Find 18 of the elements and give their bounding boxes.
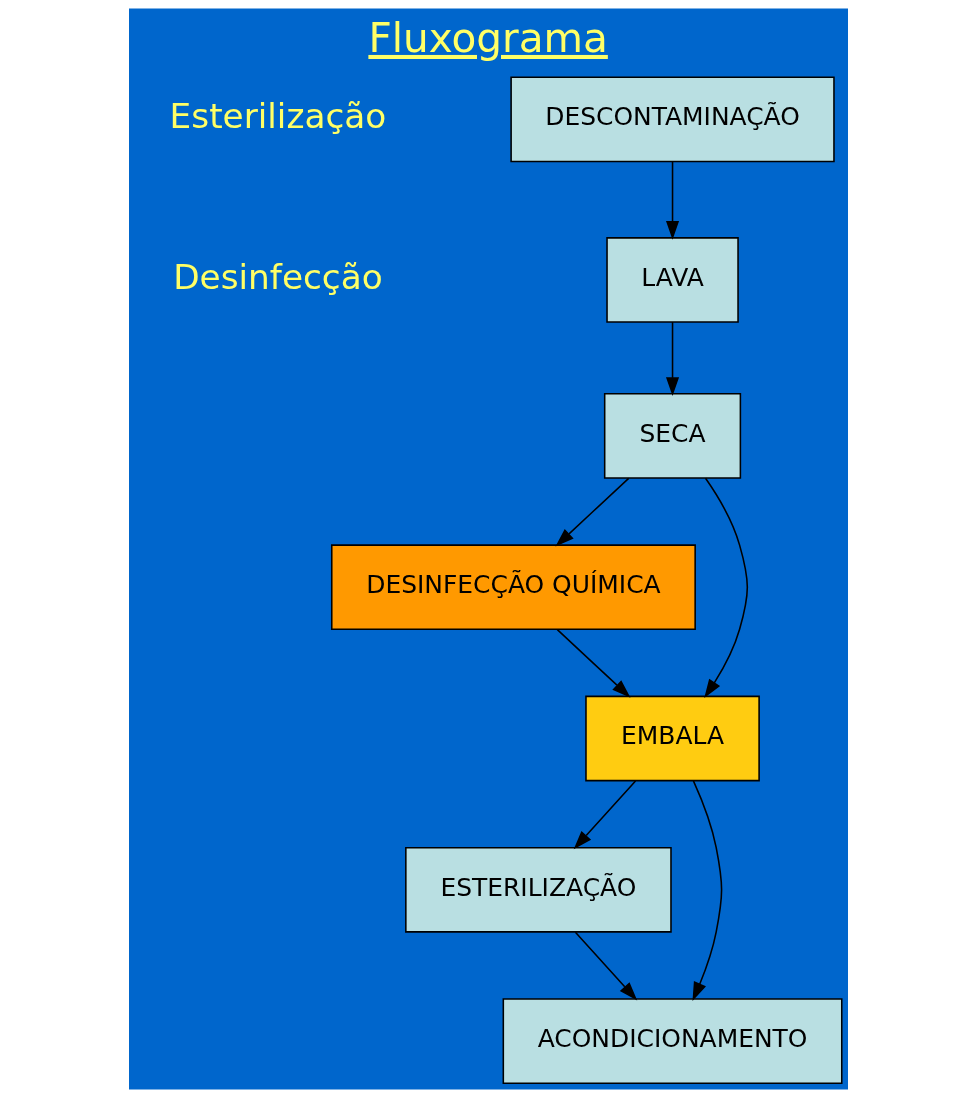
node-box: DESCONTAMINAÇÃO [509, 76, 835, 163]
node-box: SECA [603, 393, 741, 479]
arrow [665, 160, 679, 240]
arrow [574, 931, 637, 1001]
arrow [692, 780, 722, 1001]
node-box: DESINFECÇÃO QUÍMICA [330, 544, 696, 631]
arrow [665, 321, 679, 396]
arrow [556, 628, 630, 698]
label: Desinfecção [172, 256, 383, 297]
node-box: ESTERILIZAÇÃO [404, 846, 672, 933]
diagram-title: Fluxograma [367, 13, 608, 62]
arrow [554, 477, 629, 547]
arrow [573, 780, 636, 850]
node-box: EMBALA [584, 695, 760, 782]
label: Esterilização [169, 96, 386, 137]
arrow [703, 477, 748, 699]
node-box: ACONDICIONAMENTO [502, 998, 843, 1084]
node-box: LAVA [605, 237, 739, 323]
